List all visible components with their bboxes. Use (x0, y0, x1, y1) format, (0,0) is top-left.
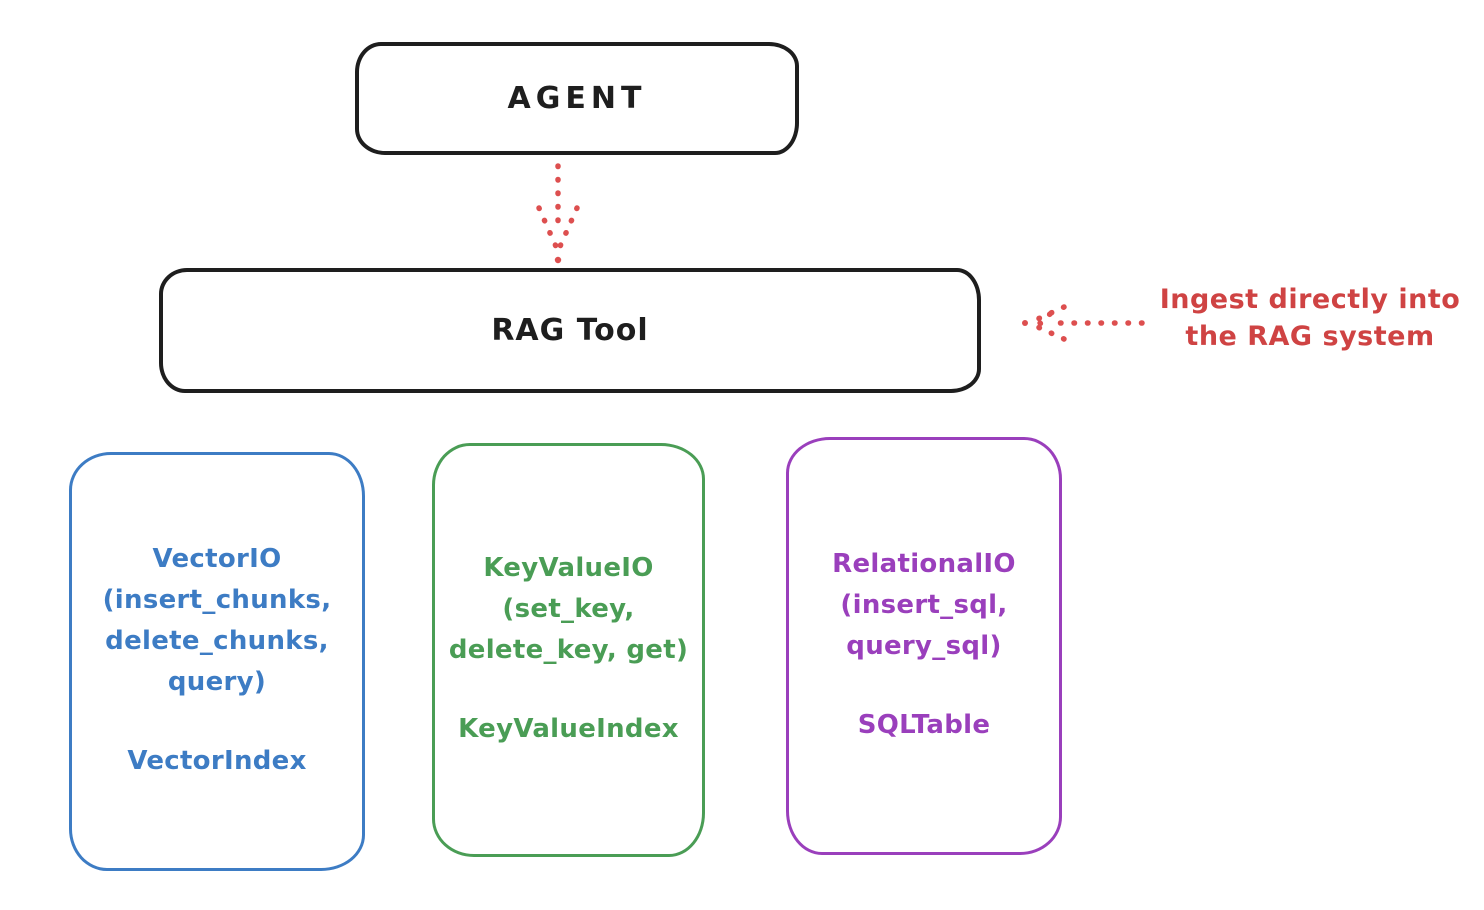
relational-io-node: RelationalIO (insert_sql, query_sql) SQL… (786, 437, 1062, 855)
vector-io-label-line: delete_chunks, (105, 626, 329, 656)
keyvalue-io-label-line: KeyValueIO (483, 553, 654, 583)
rag-tool-node: RAG Tool (159, 268, 981, 393)
relational-io-label-line: (insert_sql, (840, 590, 1008, 620)
agent-label: AGENT (507, 81, 647, 116)
vector-index-label: VectorIndex (127, 746, 307, 776)
ingest-annotation-line: the RAG system (1185, 321, 1435, 352)
sql-table-label: SQLTable (857, 710, 991, 740)
rag-tool-label: RAG Tool (491, 313, 649, 348)
keyvalue-io-node: KeyValueIO (set_key, delete_key, get) Ke… (432, 443, 705, 857)
arrow-down-agent-to-rag-icon (536, 163, 580, 264)
vector-io-label-line: query) (167, 667, 267, 697)
arrow-left-ingest-to-rag-icon (1022, 304, 1145, 342)
keyvalue-index-label: KeyValueIndex (458, 714, 679, 744)
vector-io-label-line: (insert_chunks, (102, 585, 332, 615)
vector-io-label-line: VectorIO (152, 544, 282, 574)
ingest-annotation-line: Ingest directly into (1159, 284, 1461, 315)
agent-node: AGENT (355, 42, 799, 155)
keyvalue-io-label-line: (set_key, (502, 594, 635, 624)
relational-io-label-line: query_sql) (846, 631, 1002, 661)
vector-io-node: VectorIO (insert_chunks, delete_chunks, … (69, 452, 365, 871)
ingest-annotation: Ingest directly into the RAG system (1136, 281, 1484, 355)
keyvalue-io-label-line: delete_key, get) (448, 635, 689, 665)
relational-io-label-line: RelationalIO (832, 549, 1016, 579)
